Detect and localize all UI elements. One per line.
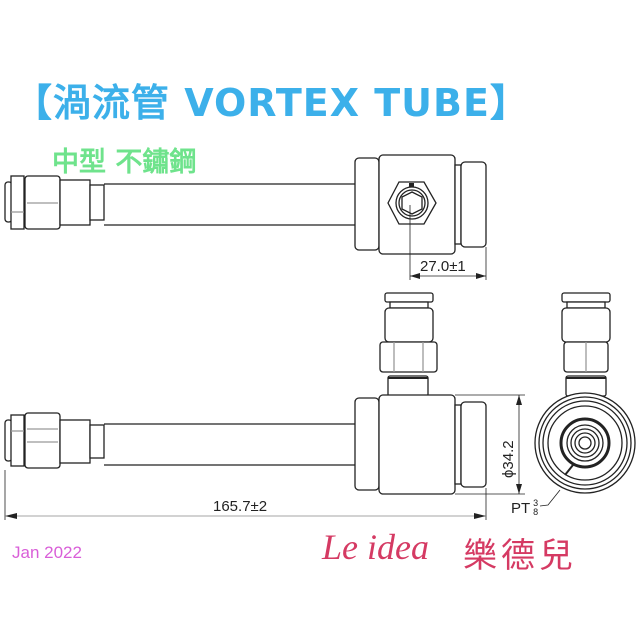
- diameter-dimension: ϕ34.2: [500, 440, 517, 478]
- thread-denominator: 8: [533, 507, 539, 517]
- front-view: [4, 292, 525, 520]
- thread-fraction: 3 8: [533, 499, 538, 517]
- overall-length-dimension: 165.7±2: [213, 498, 268, 515]
- date-label: Jan 2022: [12, 543, 82, 562]
- port-offset-dimension: 27.0±1: [420, 258, 466, 275]
- subtitle-model-material: 中型 不鏽鋼: [52, 147, 197, 178]
- thread-spec-label: PT 3 8: [511, 499, 538, 517]
- brand-cjk: 樂德兒: [463, 536, 577, 576]
- page-title: 【渦流管 VORTEX TUBE】: [14, 81, 529, 125]
- brand-latin: Le idea: [322, 527, 429, 567]
- thread-numerator: 3: [533, 498, 539, 508]
- end-view: [534, 292, 636, 507]
- thread-prefix: PT: [511, 499, 531, 517]
- top-view: [4, 154, 487, 280]
